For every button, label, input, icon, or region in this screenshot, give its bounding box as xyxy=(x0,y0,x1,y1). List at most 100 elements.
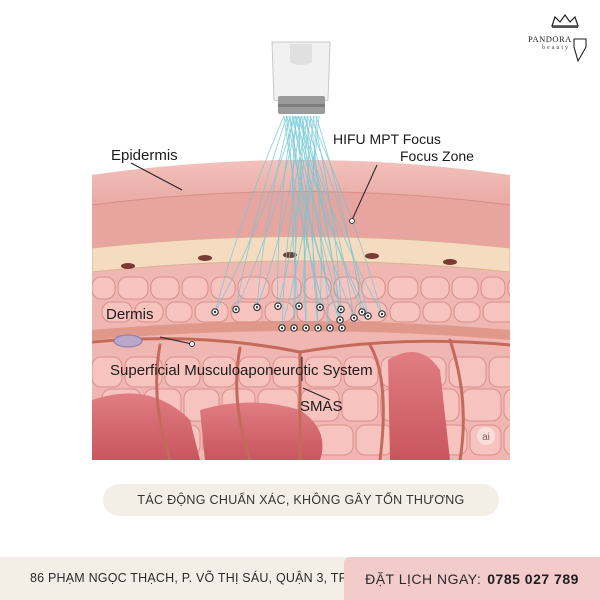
label-epidermis: Epidermis xyxy=(111,147,178,164)
fat-cell xyxy=(210,276,236,300)
ultrasound-beam xyxy=(288,115,307,329)
ultrasound-beam xyxy=(315,115,363,313)
focus-point-core xyxy=(255,306,259,309)
focus-point-core xyxy=(366,314,370,318)
ultrasound-beams xyxy=(214,115,383,329)
focus-point-core xyxy=(213,310,217,314)
focus-point-core xyxy=(352,316,356,320)
fat-cell xyxy=(461,388,502,422)
ultrasound-beam xyxy=(256,115,302,308)
fat-cell xyxy=(117,276,149,300)
fat-cell xyxy=(488,356,510,388)
brand-name: PANDORA xyxy=(528,34,572,44)
focus-point-core xyxy=(360,310,364,314)
fat-cell xyxy=(387,276,419,300)
fat-cell xyxy=(238,356,271,388)
focus-point-core xyxy=(297,304,301,308)
svg-text:ai: ai xyxy=(482,432,490,443)
fat-cell xyxy=(503,424,510,456)
hifu-transducer xyxy=(271,41,331,114)
booking-phone[interactable]: 0785 027 789 xyxy=(487,570,579,587)
tagline-text: TÁC ĐỘNG CHUẨN XÁC, KHÔNG GÂY TỔN THƯƠNG xyxy=(137,493,465,507)
focus-point-core xyxy=(280,326,284,330)
gem-icon xyxy=(573,38,587,63)
crown-icon xyxy=(551,14,579,28)
fat-cell xyxy=(448,356,487,388)
label-dermis: Dermis xyxy=(106,306,154,323)
ultrasound-beam xyxy=(309,115,322,308)
fat-cell xyxy=(341,388,379,422)
focus-point-core xyxy=(318,306,322,309)
ultrasound-beam xyxy=(235,115,299,310)
fat-cell xyxy=(101,301,133,323)
tagline-banner: TÁC ĐỘNG CHUẨN XÁC, KHÔNG GÂY TỔN THƯƠNG xyxy=(103,484,499,516)
brand-sub: beauty xyxy=(542,45,570,51)
muscle-bundles xyxy=(92,352,450,460)
ultrasound-beam xyxy=(303,115,355,319)
booking-button[interactable]: ĐẶT LỊCH NGAY: 0785 027 789 xyxy=(344,557,600,600)
ultrasound-beam xyxy=(297,115,343,329)
focus-point-core xyxy=(304,326,308,330)
label-smas: SMAS xyxy=(300,398,343,415)
fat-cell xyxy=(422,301,452,323)
fat-cell xyxy=(303,276,332,300)
fat-cell xyxy=(165,301,193,323)
ultrasound-beam xyxy=(312,115,319,329)
ultrasound-beam xyxy=(289,115,341,321)
fat-cell xyxy=(480,276,506,300)
fat-cell xyxy=(92,276,116,300)
footer-bar: 86 PHẠM NGỌC THẠCH, P. VÕ THỊ SÁU, QUẬN … xyxy=(0,557,600,600)
fat-cell xyxy=(164,356,201,388)
fat-cell xyxy=(304,356,342,388)
fat-cell xyxy=(354,301,388,323)
focus-point-core xyxy=(276,304,280,308)
ultrasound-beam xyxy=(304,115,363,313)
fat-cell xyxy=(134,301,164,323)
label-hifu-focus: HIFU MPT Focus xyxy=(333,131,441,147)
address-text: 86 PHẠM NGỌC THẠCH, P. VÕ THỊ SÁU, QUẬN … xyxy=(30,571,379,585)
fat-cell xyxy=(451,276,479,300)
ultrasound-beam xyxy=(291,115,300,307)
fat-cell xyxy=(181,276,209,300)
fat-cell xyxy=(343,356,379,388)
focus-point-core xyxy=(380,312,384,316)
fat-cell xyxy=(420,276,450,300)
ultrasound-beam xyxy=(298,115,321,308)
ultrasound-beam xyxy=(300,115,341,321)
ultrasound-beam xyxy=(298,115,383,315)
ultrasound-beam xyxy=(256,115,291,308)
focus-point-core xyxy=(292,326,296,330)
ultrasound-beam xyxy=(295,115,369,317)
fat-cell xyxy=(507,276,510,300)
ultrasound-beam xyxy=(303,115,315,329)
fat-cell xyxy=(389,301,421,323)
fat-cell xyxy=(469,424,502,456)
focus-point-core xyxy=(234,308,238,311)
ultrasound-beam xyxy=(283,115,331,329)
ultrasound-beam xyxy=(294,115,331,329)
fat-cell xyxy=(355,424,394,456)
label-focus-zone: Focus Zone xyxy=(400,148,474,164)
ai-watermark: ai xyxy=(477,427,495,445)
focus-point-core xyxy=(328,326,332,330)
fat-cell xyxy=(453,301,481,323)
ultrasound-beam xyxy=(306,115,369,317)
fat-cell xyxy=(150,276,180,300)
ultrasound-beam xyxy=(286,115,343,329)
ultrasound-beam xyxy=(285,115,297,329)
focus-point-core xyxy=(340,326,344,330)
fat-cell xyxy=(124,356,163,388)
skin-layers-illustration: ai xyxy=(92,41,510,460)
fat-cell xyxy=(237,276,270,300)
ultrasound-beam xyxy=(214,115,285,313)
focus-points xyxy=(211,302,386,332)
fat-cell xyxy=(503,388,510,422)
focus-point-core xyxy=(338,318,342,322)
label-smas-full: Superficial Musculoaponeurotic System xyxy=(110,362,373,379)
booking-label: ĐẶT LỊCH NGAY: xyxy=(365,570,482,587)
ultrasound-beam xyxy=(292,115,355,319)
brand-logo: PANDORA beauty xyxy=(528,14,588,66)
ultrasound-beam xyxy=(309,115,383,315)
focus-point-core xyxy=(316,326,320,330)
ultrasound-beam xyxy=(235,115,288,310)
